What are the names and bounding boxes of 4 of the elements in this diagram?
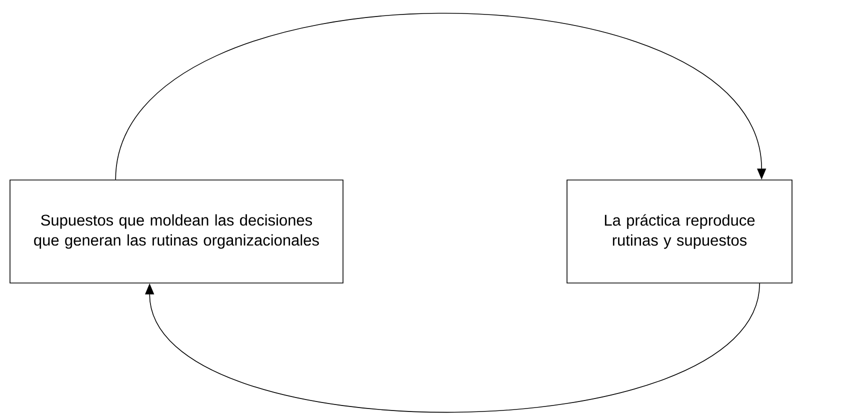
arrow bbox=[145, 283, 760, 413]
arrow bbox=[115, 12, 766, 180]
process-box: La práctica reproduce rutinas y supuestos bbox=[566, 180, 792, 284]
process-box: Supuestos que moldean las decisiones que generan las rutinas organizacionales bbox=[10, 180, 344, 284]
